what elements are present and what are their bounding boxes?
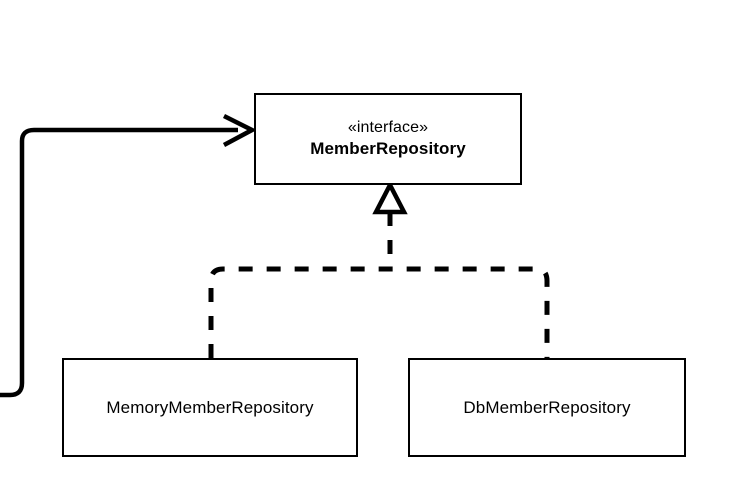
- node-stereotype-label: «interface»: [347, 119, 429, 137]
- hollow-triangle-arrowhead-icon: [372, 180, 408, 215]
- node-member-repository[interactable]: «interface» MemberRepository: [254, 93, 522, 185]
- node-name-label: MemoryMemberRepository: [106, 397, 314, 417]
- node-db-member-repository[interactable]: DbMemberRepository: [408, 358, 686, 457]
- open-vee-arrowhead-icon: [222, 113, 257, 147]
- node-memory-member-repository[interactable]: MemoryMemberRepository: [62, 358, 358, 457]
- node-name-label: MemberRepository: [310, 139, 466, 159]
- dependency-line: [0, 127, 238, 398]
- realization-bus-dashed: [208, 266, 550, 358]
- node-name-label: DbMemberRepository: [463, 397, 631, 417]
- edge-external-dependency: [0, 113, 257, 398]
- edge-realization-tree: [208, 180, 550, 358]
